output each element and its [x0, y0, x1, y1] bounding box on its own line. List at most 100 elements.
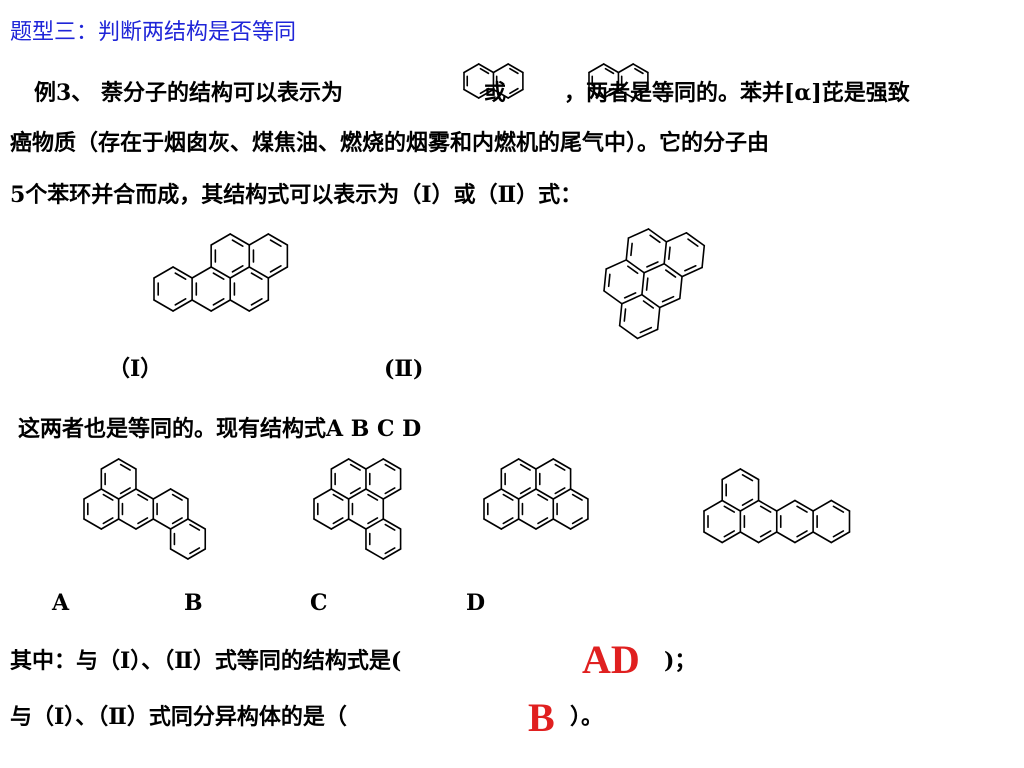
bond-line [477, 88, 495, 99]
double-bond-line [571, 493, 583, 501]
bond-line [248, 299, 270, 312]
bond-line [483, 488, 503, 500]
bond-line [703, 499, 723, 512]
double-bond-line [189, 547, 201, 555]
double-bond-line [759, 530, 772, 538]
bond-line [679, 275, 683, 300]
double-bond-line [137, 493, 149, 501]
double-bond-line [102, 493, 114, 501]
bond-line [830, 499, 851, 512]
double-bond-line [119, 463, 131, 471]
bond-line [641, 271, 645, 296]
bond-line [187, 548, 207, 560]
bond-line [492, 63, 509, 74]
double-bond-line [349, 463, 361, 471]
bond-line [602, 88, 620, 99]
structure-II-benzopyrene [603, 228, 706, 340]
double-bond-line [759, 505, 772, 513]
question-2-answer: B [528, 695, 555, 740]
double-bond-line [604, 87, 615, 95]
double-bond-line [349, 487, 361, 495]
option-label-a: A [52, 590, 70, 616]
double-bond-line [384, 547, 396, 555]
double-bond-line [623, 292, 637, 299]
bond-line [656, 306, 661, 331]
option-label-d: D [466, 590, 486, 616]
bond-line [382, 548, 402, 560]
bond-line [552, 458, 572, 470]
bond-line [83, 518, 103, 530]
bond-line [210, 266, 232, 279]
bond-line [172, 299, 193, 312]
double-bond-line [554, 463, 566, 471]
bond-line [636, 328, 659, 340]
bond-line [625, 259, 645, 274]
bond-line [663, 262, 683, 278]
double-bond-line [174, 272, 187, 280]
bond-line [703, 531, 723, 544]
bond-line [169, 488, 189, 500]
double-bond-line [723, 505, 736, 513]
bond-line [605, 259, 628, 270]
bond-line [463, 63, 480, 74]
double-bond-line [645, 277, 649, 291]
bond-line [117, 488, 137, 500]
bond-line [507, 63, 524, 74]
bond-line [517, 518, 537, 530]
bond-line [663, 241, 668, 265]
bond-line [757, 499, 778, 512]
bond-line [617, 63, 634, 74]
bond-line [152, 518, 172, 530]
bond-line [83, 488, 103, 500]
bond-line [681, 266, 703, 278]
option-label-b: B [184, 590, 203, 616]
bond-line [535, 518, 555, 530]
double-bond-line [623, 308, 627, 322]
bond-line [477, 63, 495, 74]
bond-line [500, 518, 520, 530]
structure-D [483, 458, 589, 530]
bond-line [248, 233, 270, 246]
structure-A [83, 458, 207, 560]
bond-line [229, 266, 251, 279]
double-bond-line [171, 517, 183, 525]
bond-line [812, 531, 833, 544]
double-bond-line [649, 234, 661, 244]
bond-line [517, 458, 537, 470]
double-bond-line [684, 264, 697, 272]
bond-line [618, 302, 623, 327]
double-bond-line [384, 463, 396, 471]
bond-line [641, 293, 661, 309]
double-bond-line [384, 487, 396, 495]
double-bond-line [231, 265, 244, 273]
bond-line [685, 232, 706, 247]
bond-line [757, 531, 778, 544]
bond-line [569, 488, 589, 500]
bond-line [812, 499, 833, 512]
double-bond-line [479, 67, 490, 75]
bond-line [365, 488, 385, 500]
bond-line [483, 518, 503, 530]
double-bond-line [509, 67, 519, 75]
bond-line [617, 88, 634, 99]
or-word: 或 [484, 80, 507, 106]
bond-line [588, 63, 605, 74]
bond-line [701, 244, 706, 269]
double-bond-line [231, 239, 244, 247]
double-bond-line [332, 493, 344, 501]
bond-line [775, 531, 796, 544]
bond-line [382, 458, 402, 470]
question-2-end: ）。 [570, 704, 604, 730]
question-2: 与（Ⅰ）、（Ⅱ）式同分异构体的是（ [10, 704, 347, 730]
bond-line [535, 458, 555, 470]
bond-line [191, 299, 212, 312]
double-bond-line [250, 298, 263, 306]
double-bond-line [832, 505, 845, 513]
bond-line [153, 299, 174, 312]
double-bond-line [796, 505, 808, 513]
double-bond-line [212, 298, 225, 306]
bond-line [507, 88, 524, 99]
bond-line [172, 266, 193, 279]
bond-line [347, 518, 367, 530]
bond-line [721, 499, 742, 512]
